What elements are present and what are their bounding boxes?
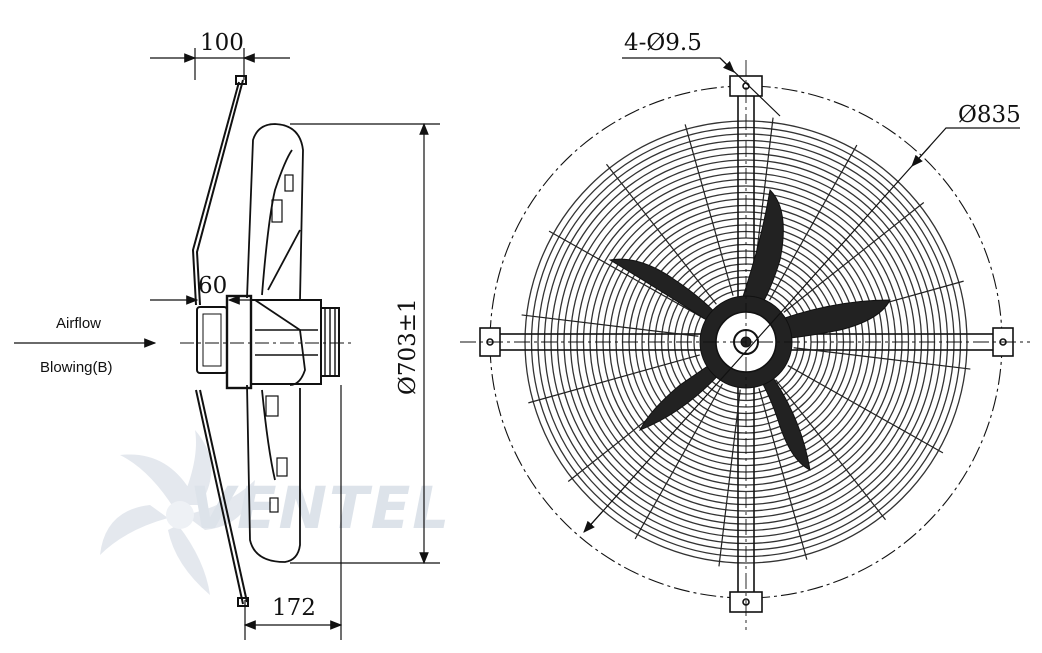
guard-spoke: [684, 124, 734, 296]
blowing-label: Blowing(B): [40, 359, 113, 376]
dim-mounting-holes: 4-Ø9.5: [624, 30, 702, 56]
watermark-fan-icon: [100, 430, 255, 595]
guard-spoke: [787, 365, 944, 454]
guard-spoke: [718, 389, 741, 567]
airflow-label: Airflow: [56, 315, 101, 332]
watermark-logo: VENTEL: [100, 430, 451, 595]
dim-overall-depth: 172: [272, 595, 316, 621]
dim-guard-diameter: Ø835: [958, 102, 1021, 128]
guard-spoke: [634, 383, 723, 540]
side-blade-lower: [246, 384, 301, 563]
front-blades: [608, 188, 891, 471]
side-dimensions: [150, 48, 440, 640]
side-view: [180, 75, 355, 607]
guard-spoke: [548, 230, 705, 319]
guard-spoke: [769, 144, 858, 301]
side-motor: [196, 294, 340, 390]
watermark-text: VENTEL: [190, 474, 451, 542]
guard-spoke: [793, 347, 971, 370]
guard-spoke: [606, 163, 717, 305]
guard-spoke: [528, 354, 700, 404]
dim-hub-offset: 60: [198, 273, 227, 299]
front-dimensions: [583, 57, 1020, 533]
guard-spoke: [775, 379, 886, 521]
airflow-indicator: Airflow Blowing(B): [14, 315, 157, 376]
dim-blade-diameter: Ø703±1: [395, 298, 421, 395]
guard-spoke: [783, 202, 925, 313]
dim-guard-depth: 100: [200, 30, 244, 56]
front-view: [460, 60, 1030, 630]
side-guard-frame: [191, 75, 249, 607]
guard-spoke: [758, 388, 808, 560]
guard-spoke: [521, 314, 699, 337]
side-blade-upper: [246, 123, 306, 386]
